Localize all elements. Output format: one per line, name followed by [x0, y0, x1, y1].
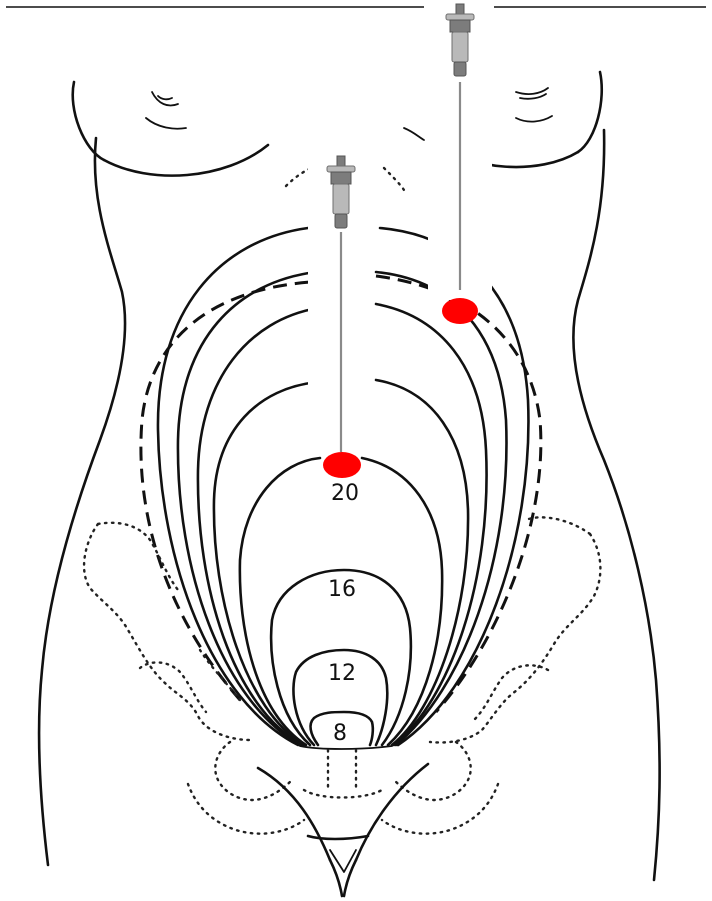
- fundal-label-20: 20: [331, 481, 359, 506]
- fundal-label-8: 8: [333, 721, 347, 746]
- insertion-point-marker-upper: [442, 298, 478, 324]
- fundal-height-labels: 20 16 12 8: [328, 481, 359, 746]
- fundal-label-16: 16: [328, 577, 356, 602]
- fundal-label-12: 12: [328, 661, 356, 686]
- insertion-point-marker-center: [323, 452, 361, 478]
- dashed-contour-left: [141, 282, 310, 700]
- costal-margin-right: [384, 168, 404, 190]
- groin-lines: [258, 764, 428, 896]
